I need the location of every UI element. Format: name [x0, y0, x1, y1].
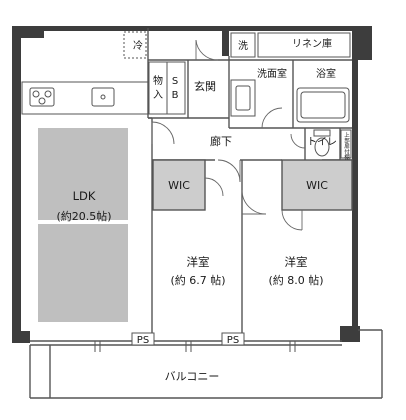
linen-label: リネン庫	[292, 37, 332, 50]
washroom-label: 洗面室	[257, 67, 287, 80]
shoe-box-label-top: S	[172, 76, 178, 87]
ps-box-left	[131, 332, 155, 346]
ps-box-right	[221, 332, 245, 346]
washroom-sink	[230, 79, 256, 117]
top-door-shelf-label: 上部扉付棚	[343, 131, 350, 161]
bathtub	[296, 87, 350, 123]
ldk-floor-area-lower	[38, 224, 128, 322]
washer-label: 洗	[238, 40, 248, 52]
balcony-label: バルコニー	[165, 370, 220, 383]
window-marks	[94, 341, 296, 352]
door-swings	[151, 39, 306, 231]
wic-a-label: WIC	[168, 179, 190, 192]
kitchen-counter	[21, 81, 149, 115]
entrance-storage	[148, 61, 186, 115]
storage-label-top: 物	[153, 74, 163, 87]
exterior-walls	[12, 26, 372, 343]
shoe-box-label-bottom: B	[172, 90, 179, 101]
western-room-b-label: 洋室	[285, 255, 308, 269]
washer-space	[230, 32, 256, 58]
ldk-area-label: (約20.5帖)	[56, 209, 111, 223]
toilet-bowl	[313, 129, 331, 157]
top-door-shelf	[340, 129, 352, 159]
storage-label-bottom: 入	[153, 90, 163, 101]
ps-label-left: PS	[137, 335, 149, 346]
ps-label-right: PS	[227, 335, 239, 346]
entrance-label: 玄関	[194, 79, 216, 93]
western-room-a-area: (約 6.7 帖)	[170, 273, 225, 287]
toilet-label: トイレ	[307, 137, 337, 148]
wic-b-label: WIC	[306, 179, 328, 192]
western-room-a-label: 洋室	[187, 255, 210, 269]
fridge-label: 冷	[133, 39, 143, 52]
corridor-label: 廊下	[210, 134, 232, 148]
inner-walls	[29, 28, 383, 399]
western-room-b-area: (約 8.0 帖)	[268, 273, 323, 287]
bathroom-label: 浴室	[316, 67, 336, 80]
ldk-label: LDK	[73, 189, 96, 203]
ldk-floor-area	[38, 128, 128, 220]
linen-storage	[257, 32, 351, 58]
